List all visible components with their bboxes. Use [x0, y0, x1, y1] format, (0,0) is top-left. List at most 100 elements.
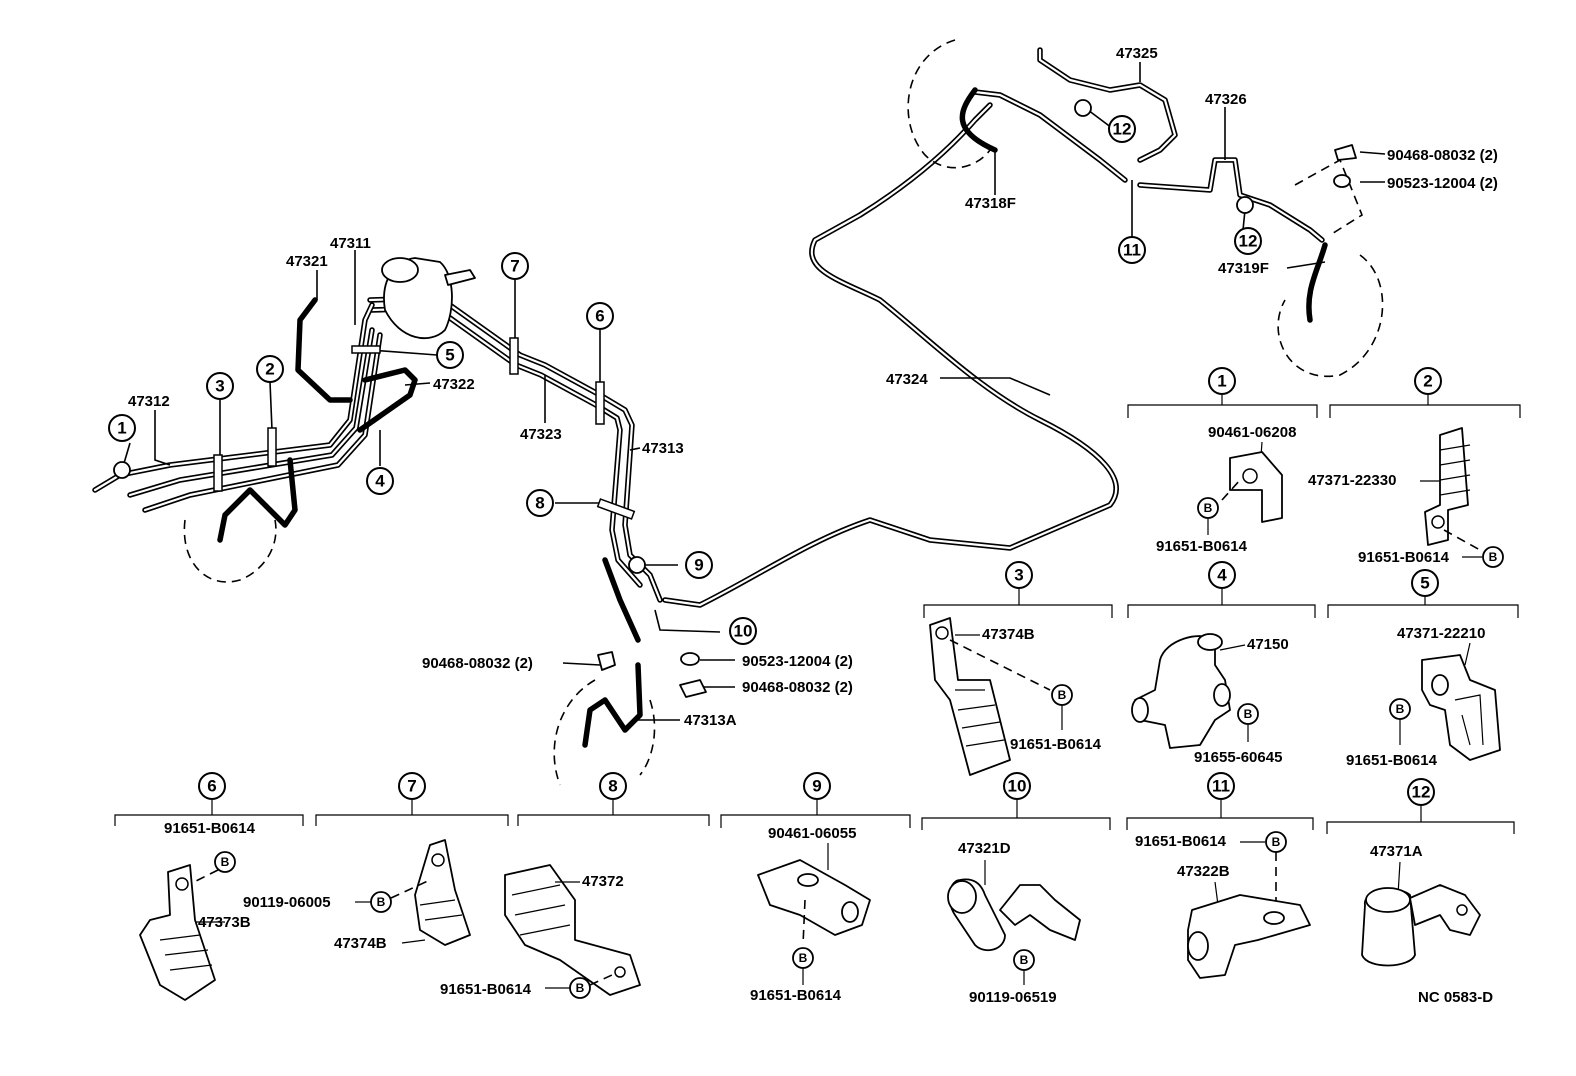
master-cylinder-booster — [381, 257, 476, 339]
detail-11-part-a: 91651-B0614 — [1135, 833, 1227, 850]
marker-6: 6 — [586, 302, 614, 330]
svg-text:B: B — [377, 895, 386, 909]
svg-text:4: 4 — [375, 472, 385, 491]
label-47319F: 47319F — [1218, 260, 1269, 277]
detail-9: 9 90461-06055 B 91651-B0614 — [720, 772, 911, 1004]
label-90523-rear: 90523-12004 (2) — [1387, 175, 1498, 192]
marker-2: 2 — [256, 355, 284, 383]
nc-code: NC 0583-D — [1418, 989, 1493, 1006]
detail-3-part-a: 47374B — [982, 626, 1035, 643]
detail-8-part-b: 91651-B0614 — [440, 981, 532, 998]
marker-8: 8 — [526, 489, 554, 517]
svg-text:9: 9 — [694, 556, 703, 575]
detail-9-part-a: 90461-06055 — [768, 825, 856, 842]
svg-text:12: 12 — [1412, 783, 1431, 802]
label-47325: 47325 — [1116, 45, 1158, 62]
label-47324: 47324 — [886, 371, 928, 388]
svg-text:6: 6 — [595, 307, 604, 326]
detail-3-part-b: 91651-B0614 — [1010, 736, 1102, 753]
detail-12: 12 47371A — [1326, 778, 1515, 967]
detail-5-part-a: 47371-22210 — [1397, 625, 1485, 642]
label-47323: 47323 — [520, 426, 562, 443]
svg-text:B: B — [1204, 501, 1213, 515]
label-47322: 47322 — [433, 376, 475, 393]
svg-text:B: B — [1396, 702, 1405, 716]
svg-text:12: 12 — [1113, 120, 1132, 139]
detail-5: 5 47371-22210 B 91651-B0614 — [1327, 569, 1519, 769]
detail-5-part-b: 91651-B0614 — [1346, 752, 1438, 769]
label-90468-rear: 90468-08032 (2) — [1387, 147, 1498, 164]
detail-10-part-a: 47321D — [958, 840, 1011, 857]
svg-text:B: B — [1020, 953, 1029, 967]
detail-7-part-a: 90119-06005 — [243, 894, 331, 911]
svg-text:11: 11 — [1212, 777, 1230, 796]
svg-text:5: 5 — [445, 346, 454, 365]
svg-text:9: 9 — [812, 777, 821, 796]
detail-3: 3 47374B B 91651-B0614 — [923, 561, 1113, 776]
svg-text:1: 1 — [1217, 372, 1226, 391]
detail-1: 1 90461-06208 B 91651-B0614 — [1127, 367, 1318, 555]
label-47312: 47312 — [128, 393, 170, 410]
detail-6: 6 91651-B0614 B 47373B — [114, 772, 304, 1001]
label-90523-mid: 90523-12004 (2) — [742, 653, 853, 670]
label-90468-mid-left: 90468-08032 (2) — [422, 655, 533, 672]
svg-text:B: B — [1272, 835, 1281, 849]
detail-4-part-a: 47150 — [1247, 636, 1289, 653]
leader-lines — [121, 62, 1386, 721]
svg-text:5: 5 — [1420, 574, 1429, 593]
svg-text:8: 8 — [535, 494, 544, 513]
svg-text:3: 3 — [1014, 566, 1023, 585]
marker-12-b: 12 — [1234, 227, 1262, 255]
detail-10-part-b: 90119-06519 — [969, 989, 1057, 1006]
marker-12-a: 12 — [1108, 115, 1136, 143]
svg-text:10: 10 — [734, 622, 753, 641]
svg-text:8: 8 — [608, 777, 617, 796]
detail-7-part-b: 47374B — [334, 935, 387, 952]
detail-9-part-b: 91651-B0614 — [750, 987, 842, 1004]
marker-11: 11 — [1118, 236, 1146, 264]
marker-10: 10 — [729, 617, 757, 645]
marker-3: 3 — [206, 372, 234, 400]
detail-8-part-a: 47372 — [582, 873, 624, 890]
label-47311: 47311 — [330, 235, 371, 252]
detail-11-part-b: 47322B — [1177, 863, 1230, 880]
svg-text:4: 4 — [1217, 566, 1227, 585]
svg-text:10: 10 — [1008, 777, 1027, 796]
svg-text:7: 7 — [510, 257, 519, 276]
marker-1: 1 — [108, 414, 136, 442]
label-47313A: 47313A — [684, 712, 737, 729]
svg-text:B: B — [1489, 550, 1498, 564]
detail-1-part-b: 91651-B0614 — [1156, 538, 1248, 555]
svg-text:12: 12 — [1239, 232, 1258, 251]
detail-4-part-b: 91655-60645 — [1194, 749, 1282, 766]
label-47313: 47313 — [642, 440, 684, 457]
marker-7: 7 — [501, 252, 529, 280]
svg-text:1: 1 — [117, 419, 126, 438]
svg-text:11: 11 — [1123, 241, 1141, 260]
detail-6-part-a: 91651-B0614 — [164, 820, 256, 837]
svg-text:2: 2 — [1423, 372, 1432, 391]
svg-text:2: 2 — [265, 360, 274, 379]
detail-12-part-a: 47371A — [1370, 843, 1423, 860]
marker-9: 9 — [685, 551, 713, 579]
detail-2-part-b: 91651-B0614 — [1358, 549, 1450, 566]
label-90468-mid-right: 90468-08032 (2) — [742, 679, 853, 696]
marker-4: 4 — [366, 467, 394, 495]
svg-text:3: 3 — [215, 377, 224, 396]
svg-text:B: B — [576, 981, 585, 995]
svg-text:B: B — [1058, 688, 1067, 702]
detail-2-part-a: 47371-22330 — [1308, 472, 1396, 489]
label-47318F: 47318F — [965, 195, 1016, 212]
label-47326: 47326 — [1205, 91, 1247, 108]
detail-4: 4 47150 B 91655-60645 — [1127, 561, 1316, 766]
svg-text:B: B — [221, 855, 230, 869]
svg-text:7: 7 — [407, 777, 416, 796]
detail-11: 11 91651-B0614 B 47322B — [1126, 772, 1314, 979]
detail-2: 2 47371-22330 B 91651-B0614 — [1308, 367, 1521, 568]
label-47321: 47321 — [286, 253, 328, 270]
detail-7: 7 B 90119-06005 47374B — [243, 772, 509, 952]
wheel-outlines — [183, 39, 1384, 786]
fastener-icons — [597, 144, 1357, 698]
svg-text:6: 6 — [207, 777, 216, 796]
